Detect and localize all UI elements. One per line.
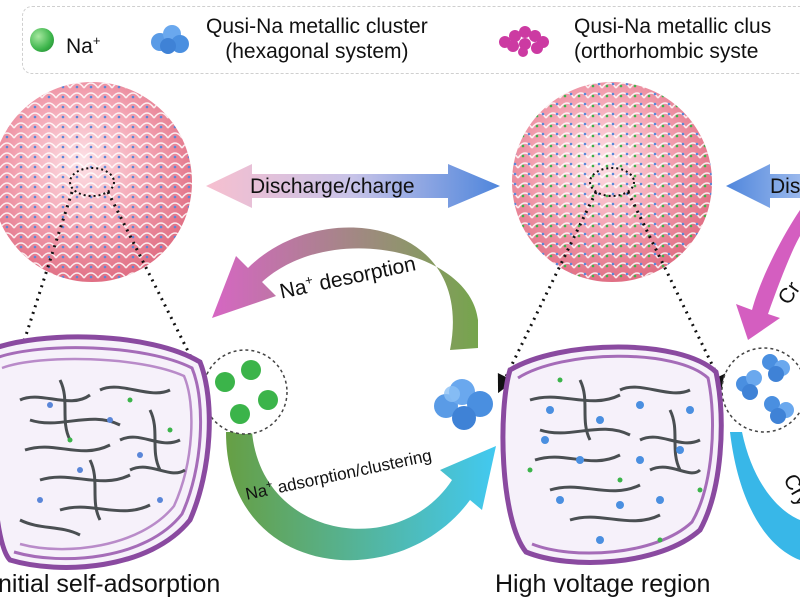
right-region-label: High voltage region xyxy=(495,570,711,598)
legend-na-label: Na+ xyxy=(66,33,101,58)
right-bottom-arc xyxy=(730,432,800,560)
left-carbon-sphere xyxy=(0,82,192,282)
right-zoomed-particle xyxy=(500,344,724,565)
right-discharge-label: Disc xyxy=(770,175,800,198)
legend-ortho-label: Qusi-Na metallic clus (orthorhombic syst… xyxy=(574,15,772,63)
na-ion-icon xyxy=(30,28,54,52)
left-region-label: nitial self-adsorption xyxy=(0,570,221,598)
adsorption-arc-arrow xyxy=(226,432,496,561)
na-ions-group xyxy=(202,349,288,435)
left-zoomed-particle xyxy=(0,334,212,570)
desorption-arc-arrow xyxy=(212,227,478,350)
ortho-cluster-icon xyxy=(497,22,553,58)
legend-box xyxy=(22,6,800,74)
right-carbon-sphere xyxy=(512,82,712,282)
left-zoom-line-2 xyxy=(106,191,210,394)
right-zoom-marker xyxy=(589,167,635,197)
right-bottom-arc-label: Cry xyxy=(779,470,800,510)
right-top-arc xyxy=(736,210,800,340)
left-zoom-marker xyxy=(69,167,115,197)
hex-cluster-middle xyxy=(434,379,493,430)
legend-hex-label: Qusi-Na metallic cluster (hexagonal syst… xyxy=(206,15,428,63)
right-zoom-line-1 xyxy=(497,191,598,394)
hex-cluster-icon xyxy=(148,22,192,56)
discharge-charge-label: Discharge/charge xyxy=(250,175,415,198)
right-zoom-line-2 xyxy=(626,191,727,394)
right-discharge-arrow xyxy=(726,164,800,208)
discharge-charge-arrow xyxy=(206,164,500,208)
right-clusters-group xyxy=(721,347,800,433)
